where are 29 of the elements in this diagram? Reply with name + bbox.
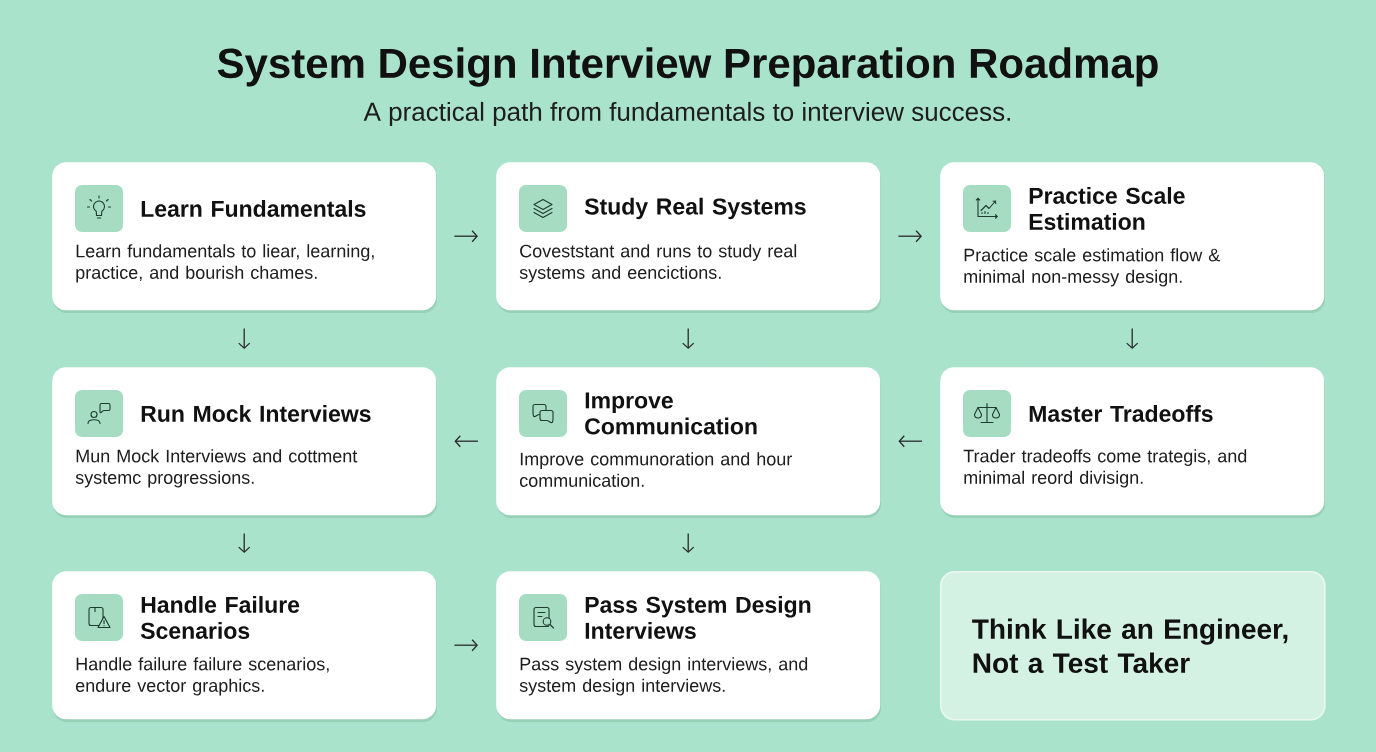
step-description: Pass system design interviews, and system design interviews. xyxy=(519,657,808,696)
arrow xyxy=(238,327,251,349)
arrow xyxy=(453,230,478,243)
step-title: Handle Failure Scenarios xyxy=(140,596,300,639)
step-description: Coveststant and runs to study real systems and eencictions. xyxy=(519,244,797,283)
highlight-box: Think Like an Engineer, Not a Test Taker xyxy=(940,571,1326,721)
arrow xyxy=(897,230,922,243)
arrow xyxy=(682,327,695,349)
arrow xyxy=(238,532,251,553)
step-title: Learn Fundamentals xyxy=(141,200,366,217)
subtitle: A practical path from fundamentals to interview success. xyxy=(363,101,1010,127)
arrow xyxy=(1126,327,1139,349)
step-description: Practice scale estimation flow & minimal non-messy design. xyxy=(964,248,1220,287)
arrow xyxy=(454,435,479,448)
step-description: Mun Mock Interviews and cottment systemc progressions. xyxy=(75,449,358,488)
title: System Design Interview Preparation Roadmap xyxy=(217,47,1158,87)
step-description: Trader tradeoffs come trategis, and minimal reord divisign. xyxy=(963,449,1247,488)
arrow xyxy=(898,435,923,448)
step-description: Handle failure failure scenarios, endure vector graphics. xyxy=(76,657,329,696)
step-description: Learn fundamentals to liear, learning, practice, and bourish chames. xyxy=(76,244,374,283)
step-title: Improve Communication xyxy=(585,392,757,435)
step-title: Master Tradeoffs xyxy=(1029,405,1213,422)
step-title: Study Real Systems xyxy=(584,197,806,220)
arrow xyxy=(682,532,695,553)
step-title: Practice Scale Estimation xyxy=(1029,187,1185,230)
step-title: Pass System Design Interviews xyxy=(585,596,811,639)
step-description: Improve communoration and hour communication. xyxy=(520,452,792,487)
step-title: Run Mock Interviews xyxy=(141,405,371,422)
arrow xyxy=(453,639,478,652)
